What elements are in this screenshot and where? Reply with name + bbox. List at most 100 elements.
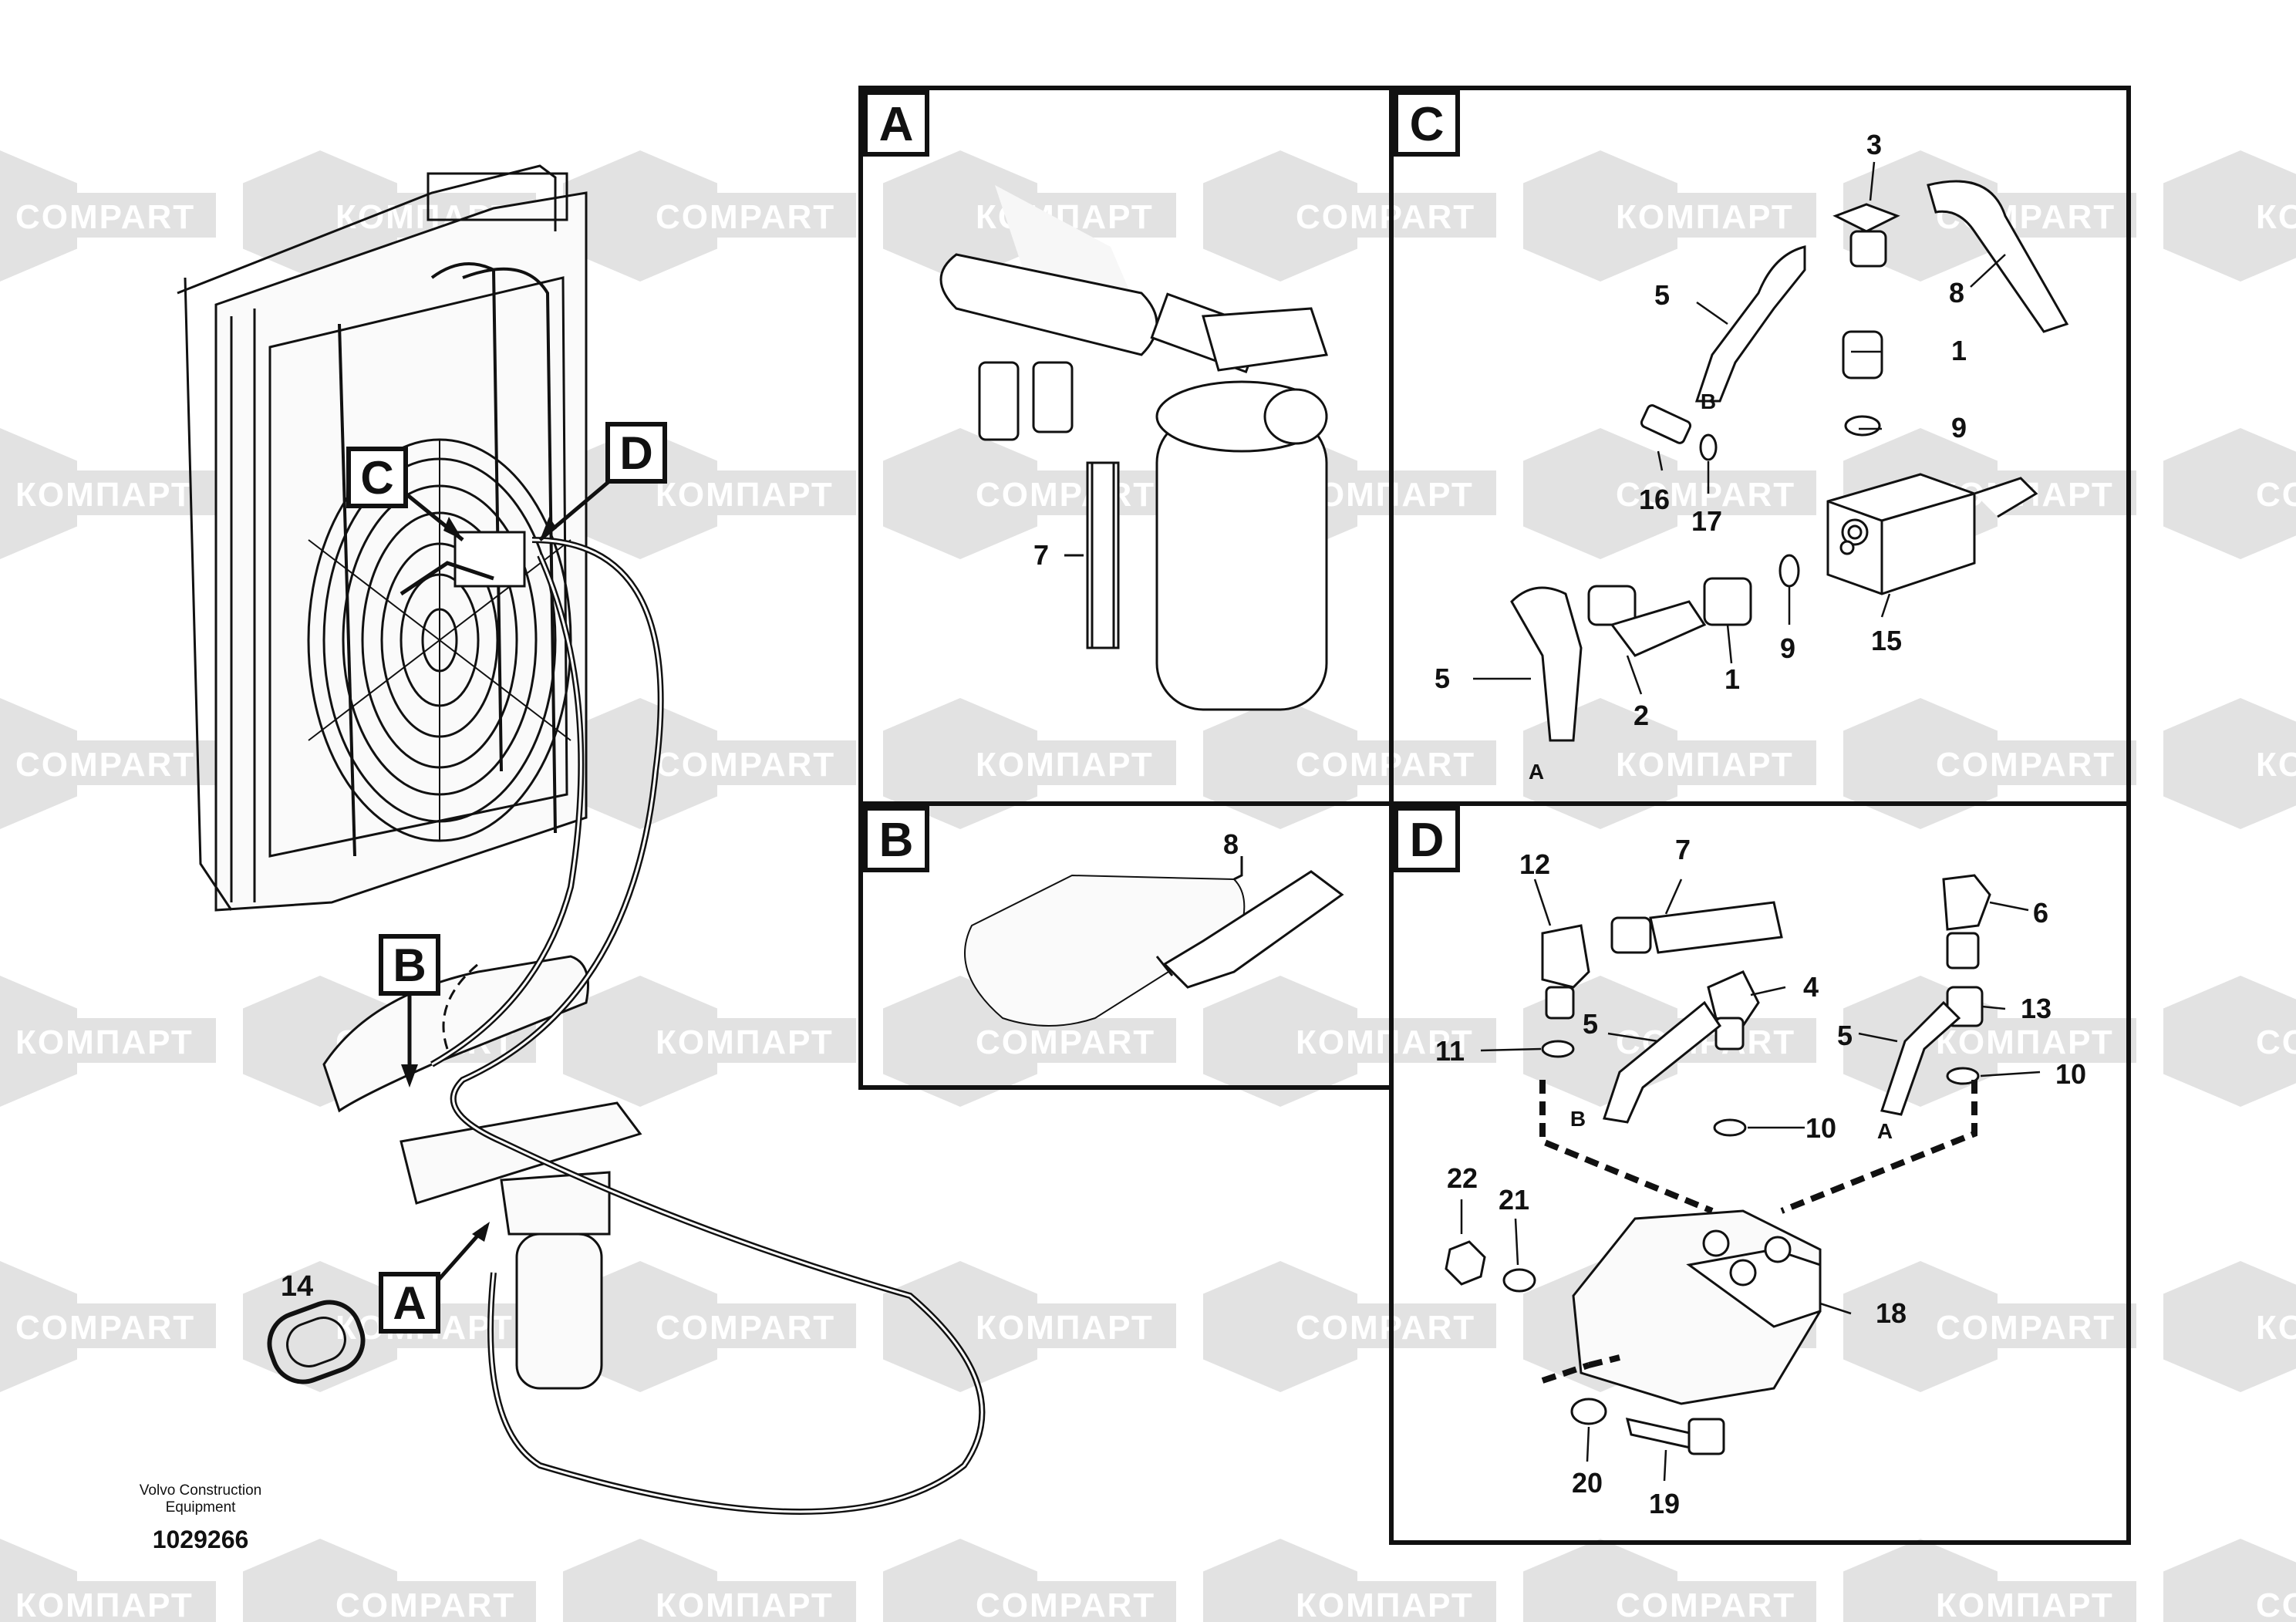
watermark-text: КОМПАРТ xyxy=(15,476,194,514)
manufacturer-line-1: Volvo Construction xyxy=(139,1482,262,1499)
callout-C-label: C xyxy=(360,452,393,504)
watermark-text: КОМПАРТ xyxy=(1936,1587,2114,1622)
panel-B-letter: B xyxy=(879,814,914,867)
callout-B: B xyxy=(379,934,440,1088)
panel-D-part-6: 6 xyxy=(2033,897,2048,929)
watermark-band xyxy=(1593,193,1816,238)
watermark-band xyxy=(0,470,216,515)
panel-C-part-16: 16 xyxy=(1639,484,1670,515)
watermark-band xyxy=(0,1018,216,1063)
panel-C-letter: C xyxy=(1410,98,1445,151)
panel-D-part-20: 20 xyxy=(1572,1467,1603,1499)
watermark-text: КОМПАРТ xyxy=(2256,746,2296,784)
overview-callouts: C D B A 14 xyxy=(281,422,667,1334)
panel-C-hose-end-B: B xyxy=(1701,389,1716,413)
panel-letter-boxes: A C B D xyxy=(863,90,1460,872)
watermark-band xyxy=(0,740,216,785)
watermark-text: COMPART xyxy=(976,1587,1155,1622)
watermark-band xyxy=(1913,1303,2136,1348)
watermark-text: COMPART xyxy=(1616,1587,1795,1622)
panel-C-part-9-bottom: 9 xyxy=(1780,632,1795,664)
watermark-text: КОМПАРТ xyxy=(2256,1309,2296,1347)
panel-B-part-8: 8 xyxy=(1223,828,1239,860)
callout-A: A xyxy=(379,1222,490,1334)
panel-D-part-5-B: 5 xyxy=(1583,1008,1598,1040)
panel-D-part-7: 7 xyxy=(1675,834,1691,865)
watermark-band xyxy=(2233,1303,2296,1348)
watermark-text: КОМПАРТ xyxy=(1296,1587,1474,1622)
watermark-band xyxy=(632,740,856,785)
watermark-text: КОМПАРТ xyxy=(976,746,1154,784)
panel-D-part-4: 4 xyxy=(1803,971,1819,1003)
watermark-text: COMPART xyxy=(656,746,835,784)
watermark-band xyxy=(312,1581,536,1622)
manufacturer-caption: Volvo Construction Equipment xyxy=(93,1482,308,1516)
watermark-text: КОМПАРТ xyxy=(976,1309,1154,1347)
panel-C-part-9-top: 9 xyxy=(1951,412,1967,443)
watermark-band xyxy=(2233,470,2296,515)
filter-canister xyxy=(515,1233,603,1390)
watermark-band xyxy=(1273,1303,1496,1348)
panel-D-part-10-right: 10 xyxy=(2055,1058,2086,1090)
callout-D: D xyxy=(538,422,667,541)
watermark-text: КОМПАРТ xyxy=(1616,198,1794,236)
watermark-band xyxy=(0,1303,216,1348)
watermark-band xyxy=(632,193,856,238)
watermark-band xyxy=(1273,1581,1496,1622)
watermark-text: КОМПАРТ xyxy=(1936,1023,2114,1061)
panel-D-part-10-mid: 10 xyxy=(1805,1112,1836,1144)
panel-C-part-5-top: 5 xyxy=(1654,279,1670,311)
watermark-band xyxy=(1913,740,2136,785)
watermark-badge xyxy=(2163,976,2296,1107)
watermark-text: COMPART xyxy=(1296,198,1475,236)
watermark-band xyxy=(1273,193,1496,238)
panel-D-frame xyxy=(1389,801,2131,1545)
panel-B-drawing xyxy=(964,856,1344,1027)
watermark-band xyxy=(2233,740,2296,785)
manufacturer-line-2: Equipment xyxy=(165,1499,236,1516)
panel-C-hose-end-A: A xyxy=(1529,760,1544,784)
callout-B-label: B xyxy=(393,939,426,991)
panel-C-part-3: 3 xyxy=(1866,129,1882,160)
detail-panels-frame xyxy=(858,86,2131,1545)
fan-assembly xyxy=(307,438,572,842)
watermark-text: КОМПАРТ xyxy=(656,1587,834,1622)
lower-pipe xyxy=(322,955,589,1113)
panel-D-labels: 12 7 6 4 13 5 5 11 10 10 22 21 18 20 19 … xyxy=(1435,834,2086,1519)
panel-C-part-1-bottom: 1 xyxy=(1725,663,1740,695)
watermark-text: COMPART xyxy=(1296,1309,1475,1347)
panel-A-letter: A xyxy=(879,98,914,151)
watermark-band xyxy=(2233,193,2296,238)
watermark-band xyxy=(0,193,216,238)
watermark-band xyxy=(632,1581,856,1622)
watermark-text: КОМПАРТ xyxy=(15,1023,194,1061)
watermark-text: COMPART xyxy=(1616,476,1795,514)
watermark-band xyxy=(2233,1581,2296,1622)
watermark-text: COMPART xyxy=(2256,1587,2296,1622)
panel-D-hose-end-A: A xyxy=(1877,1119,1893,1143)
panel-D-part-12: 12 xyxy=(1519,848,1550,880)
watermark-badge xyxy=(2163,150,2296,282)
part-number-14: 14 xyxy=(281,1270,313,1303)
panel-D-part-11: 11 xyxy=(1435,1035,1465,1067)
panel-D-part-21: 21 xyxy=(1499,1184,1529,1216)
watermark-band xyxy=(1273,740,1496,785)
panel-D-part-19: 19 xyxy=(1649,1488,1680,1519)
callout-C: C xyxy=(346,447,464,541)
watermark-band xyxy=(1913,1581,2136,1622)
watermark-text: КОМПАРТ xyxy=(2256,198,2296,236)
panel-C-labels: 3 5 8 1 9 16 17 15 5 2 1 9 B A xyxy=(1435,129,1967,784)
watermark-text: COMPART xyxy=(15,746,195,784)
panel-C-leaders xyxy=(1473,161,2006,695)
panel-A-drawing xyxy=(939,185,1328,711)
panel-D-letter: D xyxy=(1410,814,1445,867)
watermark-band xyxy=(632,1018,856,1063)
panel-C-part-15: 15 xyxy=(1871,625,1902,656)
watermark-band xyxy=(952,740,1176,785)
watermark-band xyxy=(1273,1018,1496,1063)
panel-D-part-5-A: 5 xyxy=(1837,1020,1853,1051)
watermark-band xyxy=(952,470,1176,515)
hose-7-D xyxy=(1649,901,1783,954)
